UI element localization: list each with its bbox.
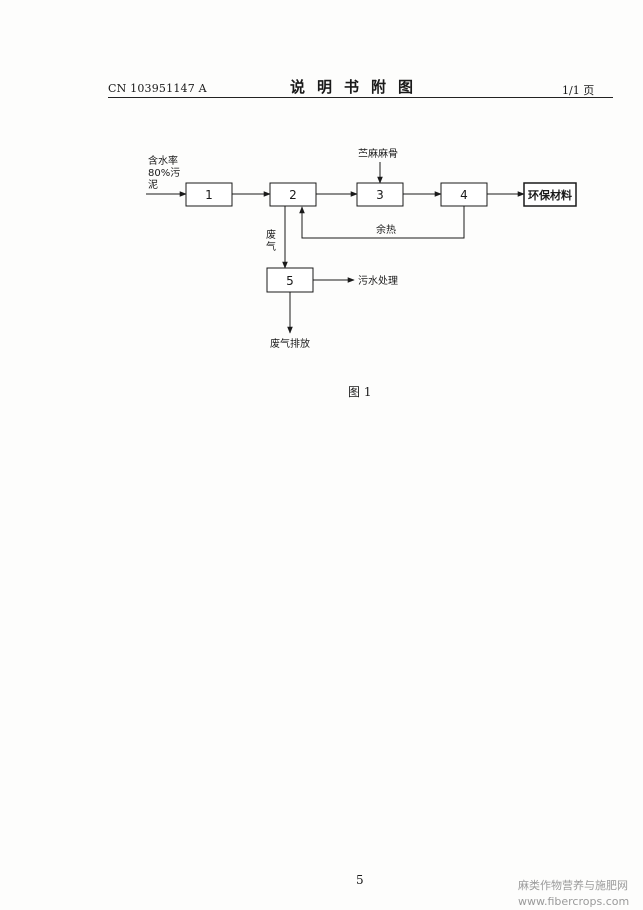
page-title: 说明书附图 (290, 78, 426, 96)
watermark-line2: www.fibercrops.com (518, 895, 630, 908)
page-info: 1/1 页 (562, 84, 595, 97)
watermark-line1: 麻类作物营养与施肥网 (518, 879, 628, 892)
product-box (523, 182, 577, 207)
process-box-4-label: 4 (460, 188, 468, 202)
process-box-2 (269, 182, 317, 207)
input-sludge-label-line3: 泥 (148, 178, 158, 191)
waste-gas-label-line1: 废 (266, 228, 276, 241)
process-box-5 (266, 267, 314, 293)
gas-emission-label: 废气排放 (270, 337, 310, 350)
wastewater-label: 污水处理 (358, 275, 398, 287)
page-number: 5 (356, 873, 364, 887)
input-sludge-label-line1: 含水率 (148, 154, 178, 167)
watermark: 麻类作物营养与施肥网 www.fibercrops.com (518, 878, 629, 910)
process-box-3-label: 3 (376, 188, 384, 202)
process-box-2-label: 2 (289, 188, 297, 202)
waste-heat-return-line (299, 206, 465, 239)
figure-caption: 图 1 (348, 385, 372, 399)
waste-heat-label: 余热 (376, 223, 396, 236)
process-box-1 (185, 182, 233, 207)
patent-number: CN 103951147 A (108, 82, 207, 95)
header-rule (108, 97, 613, 98)
process-box-5-label: 5 (286, 274, 294, 288)
input-sludge-label-line2: 80%污 (148, 167, 180, 179)
process-box-1-label: 1 (205, 188, 213, 202)
input-ramie-label: 苎麻麻骨 (358, 147, 398, 160)
waste-gas-label-line2: 气 (266, 240, 276, 253)
product-label: 环保材料 (528, 188, 572, 202)
process-box-3 (356, 182, 404, 207)
